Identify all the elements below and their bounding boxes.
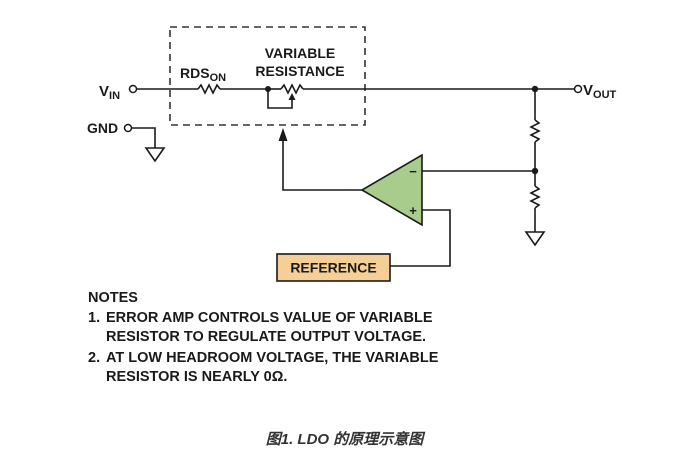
wiper-arrow-icon (288, 93, 296, 100)
rds-on-label: RDSON (180, 65, 226, 84)
note-number: 2. (88, 350, 101, 366)
figure-caption: 图1. LDO 的原理示意图 (265, 431, 424, 448)
variable-resistance-label-line2: RESISTANCE (255, 63, 344, 79)
note-text-line: RESISTOR IS NEARLY 0Ω. (106, 369, 288, 385)
divider-resistor-top (529, 119, 541, 143)
note-text-line: ERROR AMP CONTROLS VALUE OF VARIABLE (106, 310, 433, 326)
note-item: 1. ERROR AMP CONTROLS VALUE OF VARIABLE … (88, 309, 438, 347)
note-text: ERROR AMP CONTROLS VALUE OF VARIABLE RES… (106, 309, 433, 347)
note-text-line: RESISTOR TO REGULATE OUTPUT VOLTAGE. (106, 329, 427, 345)
pass-element-dashed-box (169, 26, 366, 126)
note-item: 2. AT LOW HEADROOM VOLTAGE, THE VARIABLE… (88, 349, 438, 387)
variable-resistor (280, 83, 304, 95)
vout-label: VOUT (583, 82, 617, 101)
ground-icon-divider (524, 231, 546, 247)
reference-block (276, 253, 391, 282)
note-text-line: AT LOW HEADROOM VOLTAGE, THE VARIABLE (106, 350, 439, 366)
notes-title: NOTES (88, 290, 138, 306)
gnd-terminal (123, 123, 133, 133)
control-arrow-icon (278, 128, 288, 141)
wire-opamp-output (282, 140, 362, 191)
variable-resistor-wiper-loop (267, 89, 293, 109)
error-amplifier (360, 153, 423, 227)
vout-terminal (573, 84, 583, 94)
rds-on-resistor (197, 83, 221, 95)
gnd-label: GND (87, 120, 118, 136)
vin-terminal (128, 84, 138, 94)
wire-reference-plus (390, 209, 451, 267)
notes-section: NOTES 1. ERROR AMP CONTROLS VALUE OF VAR… (88, 289, 438, 389)
wire-gnd (132, 127, 156, 148)
note-number: 1. (88, 310, 101, 326)
opamp-plus-label: + (409, 203, 417, 218)
note-text: AT LOW HEADROOM VOLTAGE, THE VARIABLE RE… (106, 349, 438, 387)
vin-label: VIN (99, 83, 120, 102)
divider-resistor-bottom (529, 185, 541, 209)
reference-label: REFERENCE (290, 260, 376, 276)
opamp-minus-label: − (409, 164, 417, 179)
variable-resistance-label-line1: VARIABLE (265, 45, 336, 61)
ground-icon-input (144, 147, 166, 163)
